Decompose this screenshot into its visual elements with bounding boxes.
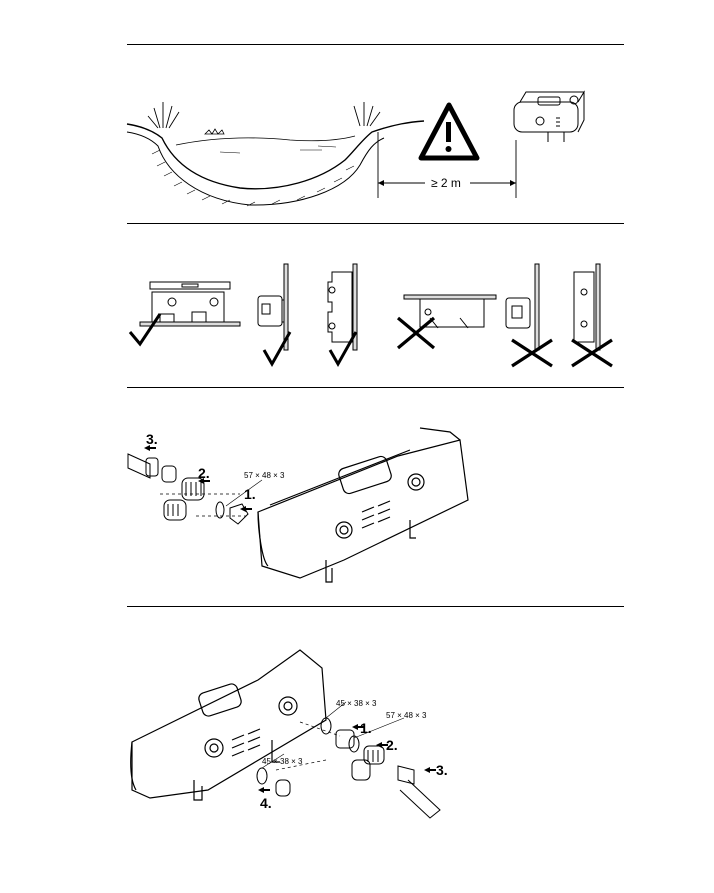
filter-unit-large-1 [257, 427, 469, 583]
distance-label: ≥ 2 m [431, 176, 461, 190]
warning-icon [418, 102, 480, 161]
separator-rule-2 [127, 223, 624, 224]
step-label-2: 2. [198, 465, 210, 481]
step-label-1: 1. [360, 720, 372, 736]
arrow-icon [144, 445, 252, 512]
separator-rule-3 [127, 387, 624, 388]
filter-unit-small [513, 90, 585, 142]
cross-mark-icon [571, 338, 613, 368]
step-label-3: 3. [146, 431, 158, 447]
pond-illustration [126, 102, 517, 207]
seal-size-label-2: 57 × 48 × 3 [386, 711, 427, 720]
mount-wrong-wall-side [505, 263, 540, 351]
mount-ok-level [139, 281, 241, 327]
check-mark-icon [328, 331, 358, 368]
filter-unit-large-2 [130, 649, 327, 801]
step-label-2: 2. [386, 737, 398, 753]
mount-ok-wall-side [257, 263, 289, 351]
check-mark-icon [128, 313, 162, 347]
outlet-fittings [256, 717, 441, 819]
cross-mark-icon [396, 316, 436, 350]
step-label-1: 1. [244, 486, 256, 502]
step-label-3: 3. [436, 762, 448, 778]
inlet-fittings [127, 453, 249, 525]
seal-size-label-1: 45 × 38 × 3 [336, 699, 377, 708]
separator-rule-4 [127, 606, 624, 607]
mount-wrong-wall-vertical [573, 263, 601, 351]
step-label-4: 4. [260, 795, 272, 811]
mount-wrong-ceiling [403, 294, 497, 329]
check-mark-icon [262, 331, 292, 368]
cross-mark-icon [511, 338, 553, 368]
seal-size-label-3: 45 × 38 × 3 [262, 757, 303, 766]
separator-rule-1 [127, 44, 624, 45]
seal-size-label: 57 × 48 × 3 [244, 471, 285, 480]
arrow-icon [258, 724, 436, 793]
